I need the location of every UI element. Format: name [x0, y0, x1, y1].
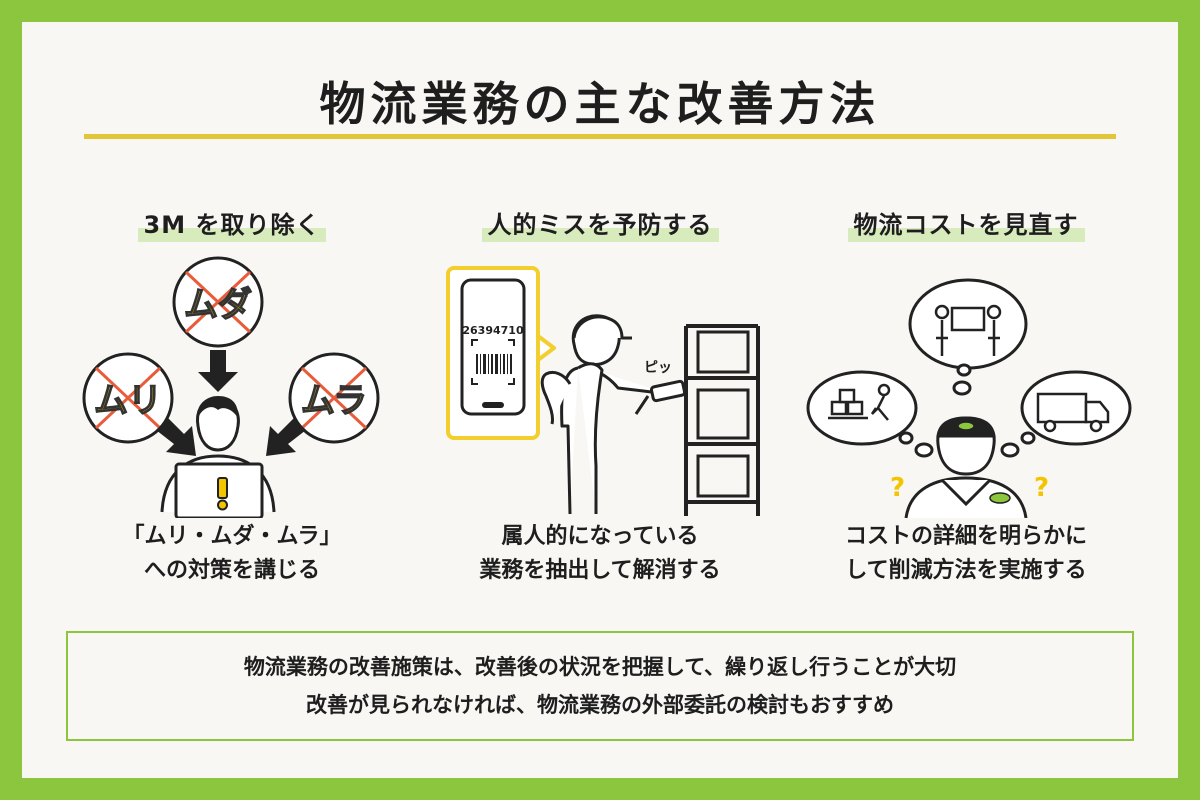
muri-label: ムリ — [94, 381, 162, 421]
person-laptop-icon — [160, 396, 276, 518]
barcode-number: 26394710 — [462, 324, 524, 337]
carry-box-icon — [934, 304, 1002, 356]
column-3-heading: 物流コストを見直す — [796, 204, 1136, 242]
summary-line-2: 改善が見られなければ、物流業務の外部委託の検討もおすすめ — [306, 693, 894, 717]
title-underline — [84, 134, 1116, 139]
column-3-caption: コストの詳細を明らかに して削減方法を実施する — [844, 524, 1087, 583]
mura-label: ムラ — [301, 381, 367, 421]
worker-scanner-icon — [540, 314, 687, 515]
worker-thinking-icon — [904, 416, 1028, 518]
muda-label: ムダ — [184, 285, 252, 325]
question-mark-left: ? — [890, 473, 905, 503]
mura-bubble: ムラ — [288, 352, 380, 444]
column-2-heading: 人的ミスを予防する — [430, 204, 770, 242]
scanning-illustration: 26394710 — [446, 266, 760, 516]
column-1-caption: 「ムリ・ムダ・ムラ」 への対策を講じる — [122, 524, 342, 583]
forklift-boxes-icon — [828, 383, 891, 421]
arrow-down-icon — [266, 418, 306, 456]
muri-bubble: ムリ — [82, 352, 174, 444]
exclamation-icon — [217, 477, 228, 499]
column-2-caption: 属人的になっている 業務を抽出して解消する — [479, 524, 721, 583]
column-1-heading: 3M を取り除く — [62, 204, 402, 242]
arrow-down-icon — [198, 350, 238, 392]
barcode-icon — [476, 354, 512, 374]
arrow-down-icon — [156, 418, 196, 456]
scan-sound-text: ピッ — [644, 360, 672, 376]
question-mark-right: ? — [1034, 473, 1049, 503]
summary-box: 物流業務の改善施策は、改善後の状況を把握して、繰り返し行うことが大切 改善が見ら… — [66, 631, 1134, 741]
page-title: 物流業務の主な改善方法 — [319, 77, 881, 131]
summary-line-1: 物流業務の改善施策は、改善後の状況を把握して、繰り返し行うことが大切 — [243, 655, 957, 679]
three-m-illustration: ムダ ムリ ムラ — [82, 256, 380, 518]
shelf-box-icon — [684, 324, 760, 516]
muda-bubble: ムダ — [172, 256, 264, 348]
cost-review-illustration: ? ? — [806, 278, 1132, 518]
smartphone-icon: 26394710 — [446, 266, 556, 440]
truck-icon — [1036, 392, 1110, 433]
infographic-card: 物流業務の主な改善方法 3M を取り除く ムダ ムリ ムラ — [22, 22, 1178, 778]
